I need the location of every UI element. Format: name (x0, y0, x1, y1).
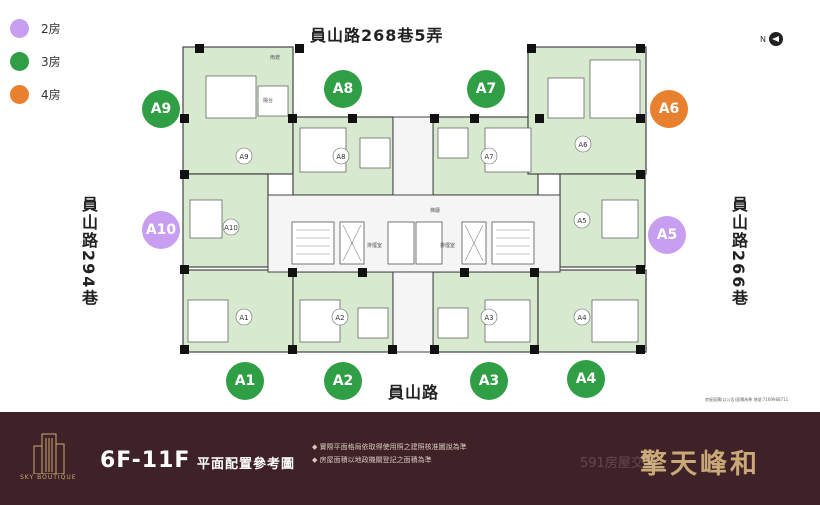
unit-badge-a5[interactable]: A5 (648, 216, 686, 254)
unit-badge-label: A4 (575, 371, 597, 387)
plan-unit-label: A9 (239, 153, 248, 161)
plan-label-smoke-left: 排煙室 (367, 242, 382, 249)
plan-unit-marker (573, 308, 591, 326)
unit-badge-label: A1 (234, 373, 256, 389)
legend-label: 2房 (41, 22, 61, 36)
legend-label: 3房 (41, 55, 61, 69)
legend-item-2room: 2房 (10, 12, 61, 45)
plan-unit-marker (235, 308, 253, 326)
plan-label-balcony: 陽台 (263, 97, 273, 104)
plan-unit-label: A3 (484, 314, 493, 322)
plan-unit-label: A5 (577, 217, 586, 225)
unit-badge-a9[interactable]: A9 (142, 90, 180, 128)
brand-name: 擎天峰和 (640, 449, 760, 480)
building-logo-icon (33, 433, 65, 474)
plan-label-rain-cover: 雨遮 (270, 54, 280, 61)
unit-badge-label: A7 (475, 81, 497, 97)
legend-dot-icon (10, 52, 29, 71)
unit-badge-a1[interactable]: A1 (226, 362, 264, 400)
disclaimer: 房屋面積(以公告)面積為準 地號:7169988711 (705, 397, 789, 402)
plan-unit-label: A6 (578, 141, 588, 149)
street-top: 員山路268巷5弄 (310, 26, 444, 45)
street-right: 員山路266巷 (729, 196, 748, 308)
plan-unit-marker (222, 218, 240, 236)
plan-unit-label: A10 (224, 224, 238, 232)
unit-badge-label: A8 (332, 81, 354, 97)
plan-label-stairs: 梯廳 (430, 207, 440, 214)
legend-dot-icon (10, 85, 29, 104)
plan-label-smoke-right: 排煙室 (440, 242, 455, 249)
unit-badge-label: A10 (145, 222, 177, 238)
legend: 2房 3房 4房 (10, 12, 61, 111)
logo-text: SKY BOUTIQUE (20, 474, 77, 481)
unit-badge-label: A2 (332, 373, 354, 389)
plan-unit-label: A1 (239, 314, 248, 322)
unit-badge-a10[interactable]: A10 (142, 211, 180, 249)
plan-unit-marker (480, 147, 498, 165)
plan-unit-label: A4 (577, 314, 587, 322)
unit-badge-label: A6 (658, 101, 680, 117)
plan-unit-label: A8 (336, 153, 345, 161)
unit-badge-a4[interactable]: A4 (567, 360, 605, 398)
legend-item-3room: 3房 (10, 45, 61, 78)
unit-badge-a7[interactable]: A7 (467, 70, 505, 108)
watermark: 591房屋交易 (580, 456, 657, 471)
street-bottom: 員山路 (388, 383, 440, 402)
floor-range-title: 6F-11F (100, 448, 191, 473)
unit-badge-label: A3 (478, 373, 500, 389)
unit-badge-a2[interactable]: A2 (324, 362, 362, 400)
plan-unit-marker (573, 211, 591, 229)
plan-unit-label: A7 (484, 153, 493, 161)
footer-banner: SKY BOUTIQUE 6F-11F 平面配置參考圖 ◆ 實際平面格局依取得使… (0, 412, 820, 505)
street-left: 員山路294巷 (79, 196, 98, 308)
plan-unit-marker (574, 135, 592, 153)
legend-item-4room: 4房 (10, 78, 61, 111)
legend-dot-icon (10, 19, 29, 38)
compass: N (760, 32, 783, 46)
unit-badge-a3[interactable]: A3 (470, 362, 508, 400)
plan-unit-marker (331, 308, 349, 326)
unit-badge-label: A5 (656, 227, 678, 243)
footer-note-2: ◆ 房屋面積以地政機關登記之面積為準 (312, 456, 432, 464)
unit-badge-a6[interactable]: A6 (650, 90, 688, 128)
plan-unit-marker (235, 147, 253, 165)
plan-unit-label: A2 (335, 314, 344, 322)
footer-note-1: ◆ 實際平面格局依取得使用照之建照核准圖說為準 (312, 443, 467, 451)
compass-label: N (760, 34, 766, 44)
north-arrow-icon (768, 32, 783, 46)
plan-unit-marker (332, 147, 350, 165)
unit-badge-label: A9 (150, 101, 172, 117)
plan-subtitle: 平面配置參考圖 (197, 457, 296, 472)
unit-badge-a8[interactable]: A8 (324, 70, 362, 108)
plan-unit-marker (480, 308, 498, 326)
legend-label: 4房 (41, 88, 61, 102)
